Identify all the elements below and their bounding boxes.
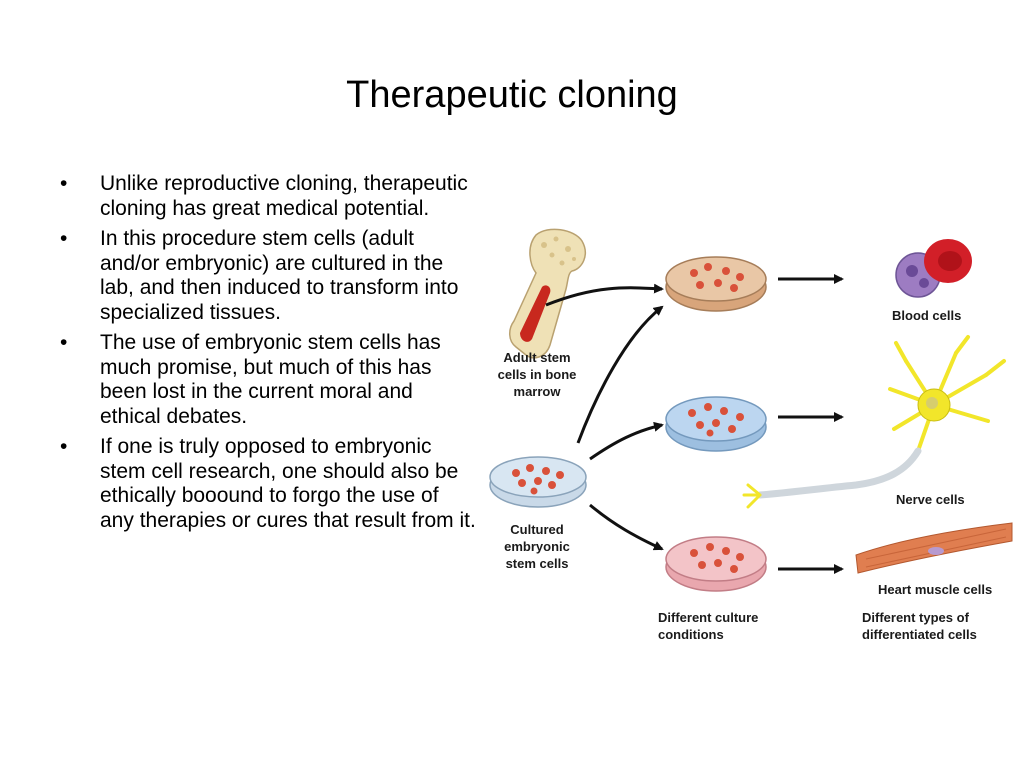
label-line: marrow (513, 384, 561, 399)
bullet-item: • Unlike reproductive cloning, therapeuti… (56, 172, 476, 221)
nerve-cell-illustration (742, 335, 1006, 509)
culture-dish-pink (665, 536, 767, 592)
label-heart-muscle-cells: Heart muscle cells (878, 582, 993, 597)
label-line: Different types of (862, 610, 969, 625)
bullet-item: • If one is truly opposed to embryonic st… (56, 435, 476, 533)
flow-arrows (545, 274, 844, 574)
label-differentiated-cells: Different types of differentiated cells (862, 609, 977, 643)
bone-marrow-illustration (509, 228, 586, 359)
bullet-dot: • (60, 227, 68, 250)
slide-title: Therapeutic cloning (346, 74, 678, 116)
label-adult-stem-cells: Adult stem cells in bone marrow (492, 349, 582, 400)
bullet-dot: • (60, 331, 68, 354)
culture-dish-orange (665, 256, 767, 312)
bullet-text: The use of embryonic stem cells has much… (100, 331, 441, 428)
bullet-text: In this procedure stem cells (adult and/… (100, 227, 459, 324)
bullet-item: • The use of embryonic stem cells has muc… (56, 331, 476, 429)
stem-cell-figure: Adult stem cells in bone marrow Cultured… (486, 225, 1016, 655)
label-line: cells in bone (497, 367, 577, 382)
label-blood-cells: Blood cells (892, 308, 962, 323)
label-nerve-cells: Nerve cells (896, 492, 965, 507)
bullet-dot: • (60, 172, 68, 195)
heart-muscle-illustration (855, 522, 1013, 574)
label-culture-conditions: Different culture conditions (658, 609, 758, 643)
label-line: embryonic (504, 539, 570, 554)
label-cultured-embryonic: Cultured embryonic stem cells (492, 521, 582, 572)
label-line: Cultured (510, 522, 564, 537)
bullet-item: • In this procedure stem cells (adult and… (56, 227, 476, 325)
label-line: Adult stem (503, 350, 571, 365)
bullet-text: Unlike reproductive cloning, therapeutic… (100, 172, 468, 220)
bullet-text: If one is truly opposed to embryonic ste… (100, 435, 476, 532)
blood-cells-illustration (895, 239, 972, 298)
embryonic-culture-dish (489, 456, 587, 508)
bullet-dot: • (60, 435, 68, 458)
label-line: Different culture (658, 610, 759, 625)
bullet-list: • Unlike reproductive cloning, therapeuti… (56, 172, 476, 539)
label-line: conditions (658, 627, 724, 642)
label-line: differentiated cells (862, 627, 977, 642)
culture-dish-blue (665, 396, 767, 452)
stem-cell-diagram (489, 228, 1013, 592)
label-line: stem cells (505, 556, 569, 571)
